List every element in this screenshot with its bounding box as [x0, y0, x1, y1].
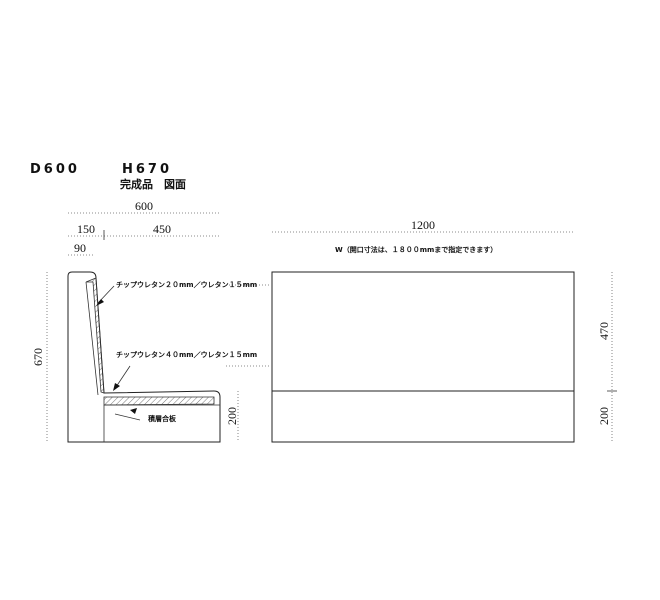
dim-width: 1200 — [411, 218, 435, 232]
dim-seat-height-side: 200 — [225, 407, 239, 425]
dim-total-height: 670 — [31, 348, 45, 366]
width-note: W（開口寸法は、１８００mmまで指定できます） — [335, 245, 497, 254]
dim-back-top: 90 — [74, 241, 86, 255]
note-base-plywood: 積層合板 — [147, 414, 177, 423]
leader-back-arrow — [96, 299, 104, 306]
front-view: 1200 W（開口寸法は、１８００mmまで指定できます） 470 200 — [271, 218, 617, 443]
dim-back-height: 470 — [597, 322, 611, 340]
seat-cushion-hatch — [103, 396, 215, 406]
front-backrest — [271, 271, 575, 392]
front-seat-base — [271, 390, 575, 443]
height-label: H670 — [122, 162, 172, 177]
back-cushion-hatch — [85, 277, 105, 394]
dim-seat-depth: 450 — [153, 222, 171, 236]
side-view: 600 150 450 90 670 200 チップウレタン２０mm／ウレタン１… — [31, 199, 270, 443]
leader-seat — [115, 365, 131, 388]
dim-total-depth: 600 — [135, 199, 153, 213]
drawing-subtitle: 完成品 図面 — [120, 177, 186, 191]
leader-seat-arrow — [113, 383, 120, 391]
leader-base — [114, 413, 141, 421]
depth-label: D600 — [30, 162, 80, 177]
dim-back-depth: 150 — [77, 222, 95, 236]
back-cushion-inner-line — [85, 281, 99, 396]
sofa-side-profile — [67, 271, 221, 443]
note-seat-cushion: チップウレタン４０mm／ウレタン１５mm — [116, 350, 257, 359]
dim-seat-height-front: 200 — [597, 407, 611, 425]
note-back-cushion: チップウレタン２０mm／ウレタン１５mm — [116, 280, 257, 289]
leader-base-arrow — [130, 408, 137, 414]
